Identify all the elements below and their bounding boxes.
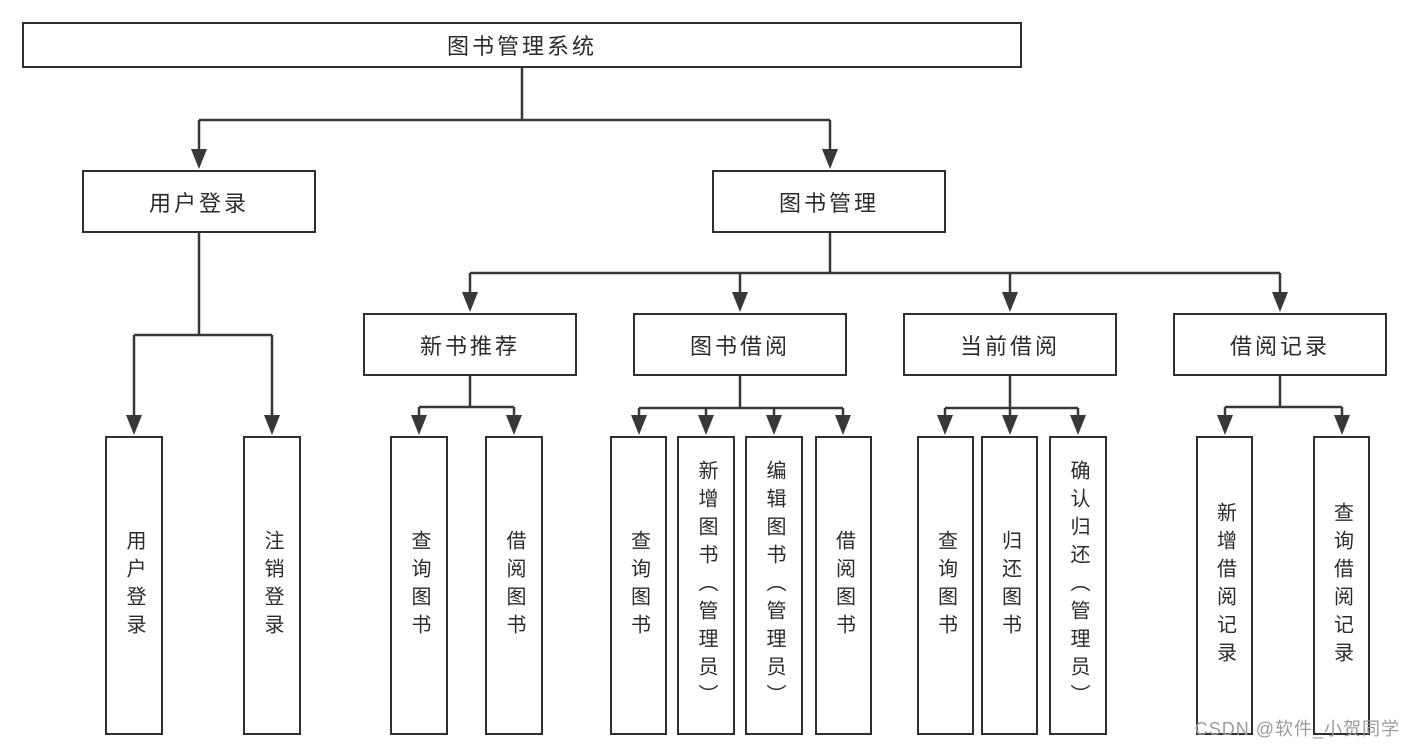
node-current-borrowing: 当前借阅: [903, 313, 1117, 376]
node-book-management: 图书管理: [712, 170, 946, 233]
node-user-login: 用户登录: [82, 170, 316, 233]
leaf-return-book: 归还图书: [981, 436, 1038, 735]
leaf-borrow-book: 借阅图书: [815, 436, 872, 735]
connector-root-to-level2: [191, 68, 838, 169]
leaf-current-query-book: 查询图书: [917, 436, 974, 735]
leaf-borrow-query-book: 查询图书: [610, 436, 667, 735]
node-borrowing-records: 借阅记录: [1173, 313, 1387, 376]
connector-book-mgmt-to-level3: [462, 233, 1288, 312]
leaf-user-login: 用户登录: [105, 436, 163, 735]
connector-user-login-children: [126, 233, 280, 435]
connector-new-book-rec-children: [411, 376, 522, 435]
node-book-borrowing: 图书借阅: [633, 313, 847, 376]
leaf-edit-book-admin: 编辑图书（管理员）: [745, 436, 803, 735]
connector-borrow-record-children: [1217, 376, 1350, 435]
leaf-query-borrow-record: 查询借阅记录: [1313, 436, 1370, 735]
node-new-book-recommendation: 新书推荐: [363, 313, 577, 376]
leaf-add-book-admin: 新增图书（管理员）: [677, 436, 735, 735]
connector-current-borrow-children: [937, 376, 1086, 435]
leaf-new-book-query-book: 查询图书: [390, 436, 448, 735]
leaf-new-book-borrow-book: 借阅图书: [485, 436, 543, 735]
leaf-add-borrow-record: 新增借阅记录: [1196, 436, 1253, 735]
csdn-watermark: CSDN @软件_小贺同学: [1194, 719, 1400, 739]
node-library-management-system: 图书管理系统: [22, 22, 1022, 68]
connector-book-borrow-children: [631, 376, 851, 435]
leaf-confirm-return-admin: 确认归还（管理员）: [1049, 436, 1107, 735]
leaf-logout: 注销登录: [243, 436, 301, 735]
